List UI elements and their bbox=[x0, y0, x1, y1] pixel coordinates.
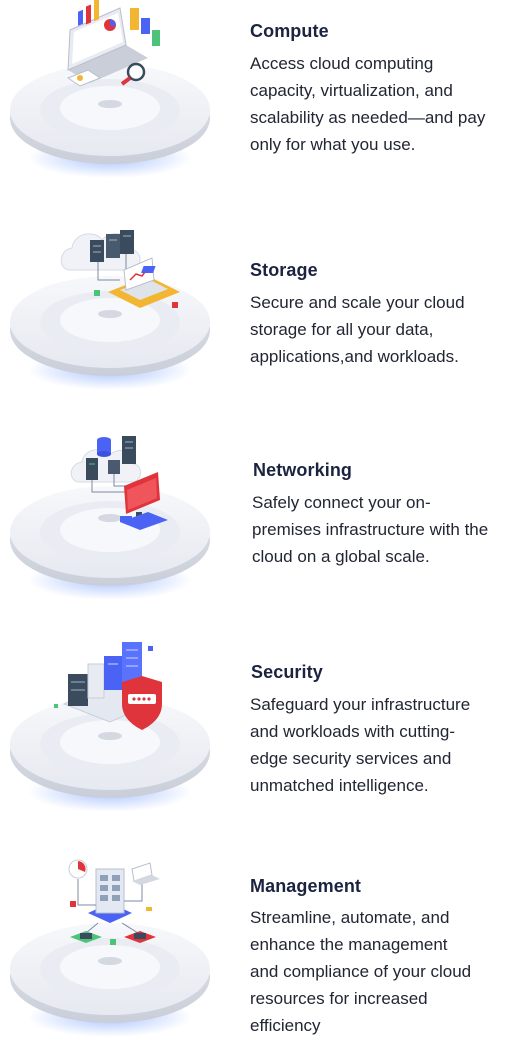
service-title: Networking bbox=[253, 460, 353, 480]
description-line: Safely connect your on- bbox=[252, 493, 431, 512]
description-line: Access cloud computing bbox=[250, 54, 434, 73]
description-line: Safeguard your infrastructure bbox=[250, 695, 471, 714]
service-security: Security Safeguard your infrastructure a… bbox=[0, 630, 526, 830]
description-line: edge security services and bbox=[250, 749, 452, 768]
service-management: Management Streamline, automate, and enh… bbox=[0, 845, 526, 1055]
description-line: and workloads with cutting- bbox=[250, 722, 456, 741]
service-title: Management bbox=[250, 876, 362, 896]
service-compute: Compute Access cloud computing capacity,… bbox=[0, 0, 526, 200]
network-servers-icon bbox=[8, 420, 213, 620]
description-line: cloud on a global scale. bbox=[252, 547, 430, 566]
description-line: capacity, virtualization, and bbox=[250, 81, 453, 100]
service-description: Streamline, automate, and enhance the ma… bbox=[250, 904, 471, 1039]
service-description: Secure and scale your cloud storage for … bbox=[250, 289, 465, 370]
description-line: only for what you use. bbox=[250, 135, 416, 154]
management-hub-icon bbox=[8, 845, 213, 1045]
description-line: scalability as needed—and pay bbox=[250, 108, 486, 127]
service-description: Safely connect your on- premises infrast… bbox=[252, 489, 488, 570]
description-line: and compliance of your cloud bbox=[250, 962, 472, 981]
security-shield-icon bbox=[8, 630, 213, 830]
service-title: Security bbox=[251, 662, 323, 682]
service-title: Storage bbox=[250, 260, 318, 280]
description-line: applications,and workloads. bbox=[250, 347, 459, 366]
description-line: premises infrastructure with the bbox=[252, 520, 489, 539]
cloud-storage-icon bbox=[8, 210, 213, 410]
description-line: storage for all your data, bbox=[250, 320, 434, 339]
description-line: resources for increased bbox=[250, 989, 428, 1008]
service-description: Safeguard your infrastructure and worklo… bbox=[250, 691, 470, 799]
description-line: enhance the management bbox=[250, 935, 448, 954]
service-networking: Networking Safely connect your on- premi… bbox=[0, 420, 526, 620]
laptop-charts-icon bbox=[8, 0, 213, 200]
description-line: unmatched intelligence. bbox=[250, 776, 429, 795]
service-storage: Storage Secure and scale your cloud stor… bbox=[0, 210, 526, 410]
description-line: Secure and scale your cloud bbox=[250, 293, 465, 312]
service-description: Access cloud computing capacity, virtual… bbox=[250, 50, 485, 158]
description-line: efficiency bbox=[250, 1016, 321, 1035]
description-line: Streamline, automate, and bbox=[250, 908, 450, 927]
service-title: Compute bbox=[250, 21, 329, 41]
